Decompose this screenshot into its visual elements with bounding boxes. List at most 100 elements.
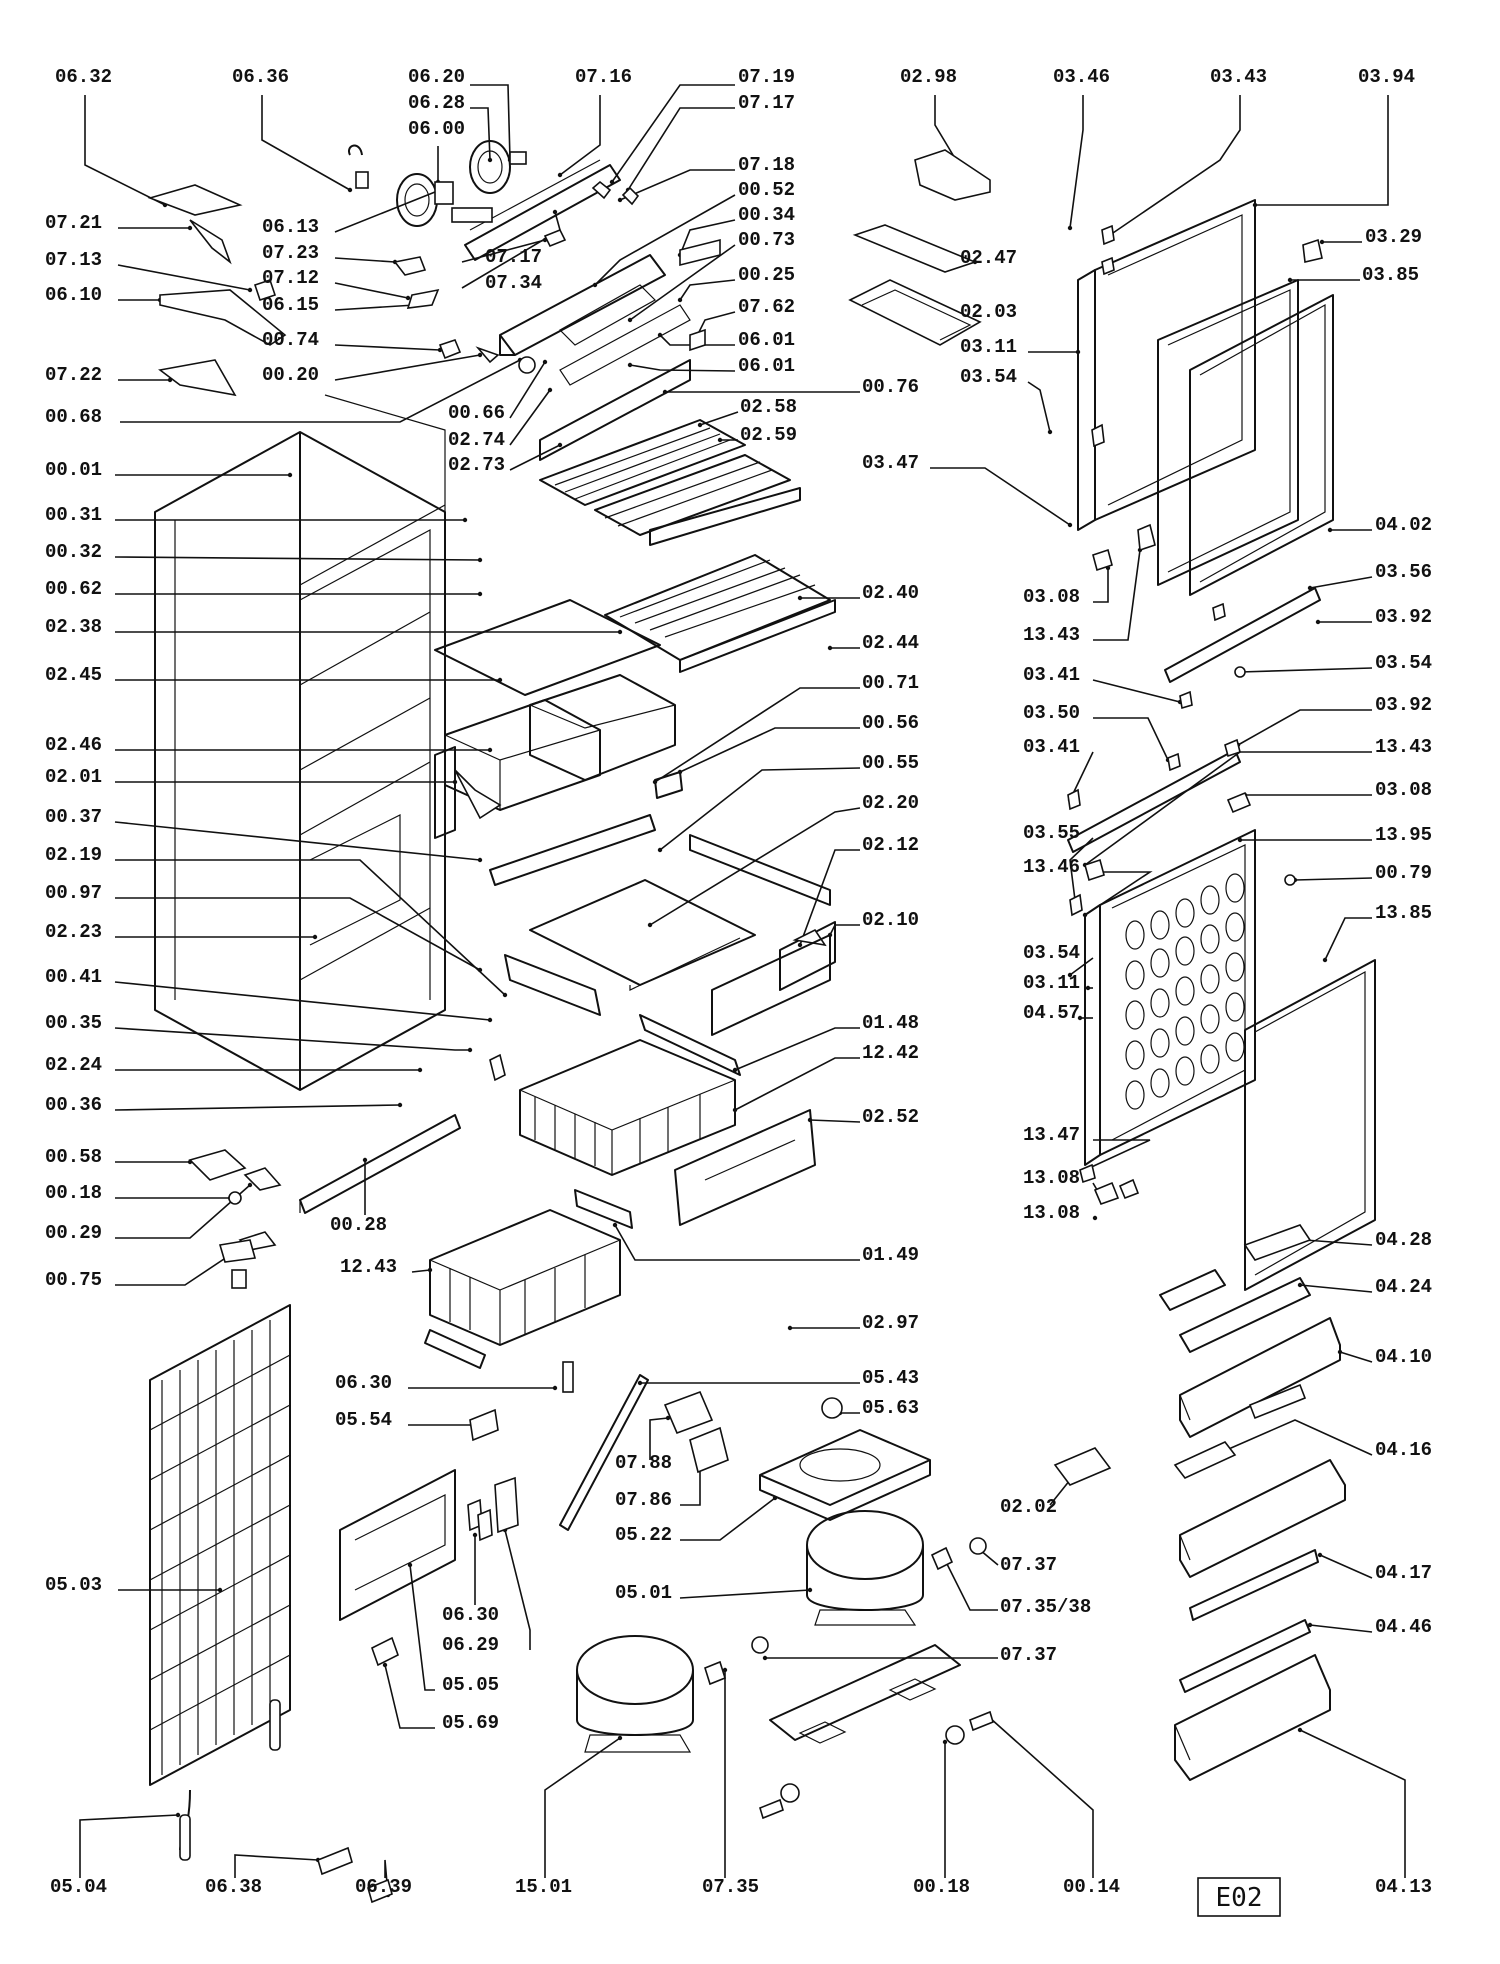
part-label: 00.68 [45,406,102,428]
part-label: 06.38 [205,1876,262,1898]
part-label: 02.20 [862,792,919,814]
leader-endpoint [647,922,653,928]
leader-endpoint [797,942,803,948]
part-label: 02.03 [960,301,1017,323]
leader-line [84,95,166,206]
part-label: 06.01 [738,355,795,377]
glass-cover-02-20 [529,879,756,991]
leader-line [611,84,735,183]
leader-endpoint [247,1182,253,1188]
leader-endpoint [787,1325,793,1331]
part-label: 03.85 [1362,264,1419,286]
part-label: 02.58 [740,396,797,418]
part-label: 02.74 [448,429,505,451]
part-label: 00.28 [330,1214,387,1236]
leader-endpoint [462,517,468,523]
part-label: 00.14 [1063,1876,1120,1898]
leader-endpoint [247,287,253,293]
leader-line [114,1104,401,1111]
part-label: 02.52 [862,1106,919,1128]
part-label: 02.23 [45,921,102,943]
leader-line [1324,917,1372,961]
leader-line [809,1119,861,1123]
part-label: 04.24 [1375,1276,1432,1298]
leader-endpoint [312,934,318,940]
diagram-id: E02 [1216,1883,1263,1913]
part-label: 04.02 [1375,514,1432,536]
leader-endpoint [612,1222,618,1228]
part-label: 01.48 [862,1012,919,1034]
vertical-rail [559,1361,649,1531]
part-label: 13.47 [1023,1124,1080,1146]
leader-line [659,767,861,851]
leader-endpoint [417,1067,423,1073]
leader-line [1049,1479,1071,1506]
cabinet-body [154,394,446,1091]
leader-endpoint [542,359,548,365]
part-label: 04.16 [1375,1439,1432,1461]
leader-line [649,807,861,926]
part-label: 06.29 [442,1634,499,1656]
part-label: 03.11 [1023,972,1080,994]
part-label: 03.92 [1375,606,1432,628]
part-label: 06.10 [45,284,102,306]
leader-endpoint [762,1655,768,1661]
part-label: 03.47 [862,452,919,474]
part-label: 03.54 [960,366,1017,388]
leader-endpoint [287,472,293,478]
middle-hinge-bars [1067,587,1321,917]
part-label: 00.37 [45,806,102,828]
leader-line [509,444,561,471]
leader-endpoint [627,362,633,368]
part-label: 00.56 [862,712,919,734]
part-label: 06.28 [408,92,465,114]
leader-line [408,1424,481,1433]
leader-endpoint [617,197,623,203]
leader-line [619,169,735,201]
part-label: 02.24 [45,1054,102,1076]
part-label: 13.46 [1023,856,1080,878]
part-label: 04.10 [1375,1346,1432,1368]
leader-endpoint [665,1415,671,1421]
compressor-base-plate [759,1644,994,1820]
part-label: 00.52 [738,179,795,201]
leader-line [1299,1729,1406,1878]
leader-line [1339,1351,1373,1363]
part-label: 07.21 [45,212,102,234]
part-label: 07.35 [702,1876,759,1898]
glass-shelf-and-crispers [434,599,676,839]
part-label: 12.43 [340,1256,397,1278]
part-label: 07.86 [615,1489,672,1511]
leader-line [411,1269,431,1273]
part-label: 03.08 [1023,586,1080,608]
leader-line [1093,568,1109,603]
part-label: 07.62 [738,296,795,318]
leader-endpoint [175,1812,181,1818]
leader-line [1304,1239,1373,1246]
part-label: 03.29 [1365,226,1422,248]
leader-endpoint [502,992,508,998]
part-label: 06.15 [262,294,319,316]
leader-endpoint [657,847,663,853]
leader-line [115,897,481,971]
leader-endpoint [942,1739,948,1745]
part-label: 02.40 [862,582,919,604]
bottom-cover-bar [188,1053,506,1251]
leader-line [649,1417,669,1460]
upper-door [1077,199,1334,596]
leader-line [79,1814,179,1878]
leader-endpoint [217,1587,223,1593]
leader-line [409,1564,435,1691]
part-label: 00.55 [862,752,919,774]
part-label: 13.08 [1023,1202,1080,1224]
leader-endpoint [547,387,553,393]
part-label: 07.17 [485,246,542,268]
part-label: 02.01 [45,766,102,788]
part-label: 03.92 [1375,694,1432,716]
part-label: 03.54 [1023,942,1080,964]
part-label: 00.34 [738,204,795,226]
leader-endpoint [362,1157,368,1163]
part-label: 02.97 [862,1312,919,1334]
leader-line [629,364,736,372]
leader-line [629,244,736,321]
